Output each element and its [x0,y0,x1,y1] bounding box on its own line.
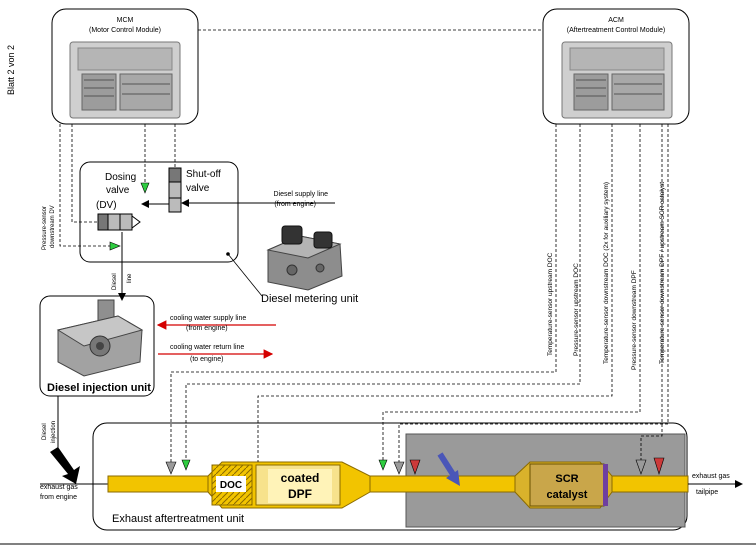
acm-title: ACM [608,17,624,24]
gray-sensor-icon [393,461,405,475]
exhaust-out-line1: exhaust gas [692,473,730,480]
scr-block [529,463,605,507]
mcm-module: MCM (Motor Control Module) [51,8,199,125]
flow-arrowhead-icon [446,470,460,486]
aftertreatment-label: Exhaust aftertreatment unit [112,513,244,525]
mcm-to-dv-line [71,124,98,223]
diesel-injection-arrow [50,447,80,484]
shutoff-line1: Shut-off [186,169,221,180]
red-sensor-icon [409,459,421,475]
exhaust-in-line2: from engine [40,494,77,501]
sensor-label-4: Pressure-sensor downstream DPF [631,270,638,370]
injection-unit-box [39,295,155,397]
sensor-label-1: Temperature-sensor upstream DOC [547,252,554,356]
red-sensor-icon [653,457,665,476]
acm-ecu-image [561,41,673,119]
cooling-supply-line1: cooling water supply line [170,315,246,322]
cooling-supply-line2: (from engine) [186,325,228,332]
flow-arrow-icon [437,452,457,478]
exhaust-pipe-left [107,475,209,493]
sensor-label-2: Pressure-sensor upstream DOC [573,263,580,356]
injection-unit-label: Diesel injection unit [47,382,151,394]
diesel-supply-line1: Diesel supply line [274,191,329,198]
exhaust-in-line1: exhaust gas [40,484,78,491]
metering-unit-pointer [227,253,263,297]
shutoff-valve-symbol [168,167,182,213]
dpf-line2: DPF [288,487,312,501]
mcm-to-pressure-dv-line [59,124,110,247]
exhaust-pipe-out [609,475,689,493]
scr-stripe [603,464,608,506]
cooling-return-line2: (to engine) [190,356,223,363]
sensor-line-5 [398,124,669,462]
sensor-line-2 [185,124,581,460]
metering-unit-label: Diesel metering unit [261,293,358,305]
diesel-injection-line1: Diesel [42,423,48,440]
acm-subtitle: (Aftertreatment Control Module) [567,27,665,34]
dosing-valve-line3: (DV) [96,200,117,211]
dosing-valve-line1: Dosing [105,172,136,183]
sheet-label: Blatt 2 von 2 [6,45,16,95]
green-sensor-icon [140,182,150,194]
exhaust-out-line2: tailpipe [696,489,718,496]
pressure-sensor-dv-line2: downstream DV [50,205,56,248]
doc-label-bg [216,476,246,492]
metering-unit-box [79,161,239,263]
gray-sensor-icon [165,461,177,475]
diesel-line-label1: Diesel [112,273,118,290]
diesel-line-label2: line [127,273,133,283]
mcm-title: MCM [117,17,134,24]
sensor-line-3 [257,124,613,462]
pressure-sensor-dv-line1: Pressure-sensor [42,206,48,250]
mcm-subtitle: (Motor Control Module) [89,27,161,34]
acm-module: ACM (Aftertreatment Control Module) [542,8,690,125]
diesel-injection-line2: injection [51,421,57,443]
sensor-label-5: Temperature-sensor downstream DPF / upst… [659,182,666,364]
sensor-label-3: Temperature-sensor downstream DOC (2x fo… [603,182,610,364]
metering-unit-image [266,225,343,291]
scr-line2: catalyst [547,489,588,501]
injection-unit-image [56,299,144,377]
scr-line1: SCR [555,473,578,485]
sensor-line-6 [640,124,663,460]
dosing-valve-symbol [97,213,141,231]
dpf-label-bg [268,469,332,503]
green-sensor-icon [378,459,388,471]
sensor-line-4 [382,124,641,460]
dpf-line1: coated [281,471,320,485]
green-sensor-icon [181,459,191,471]
diesel-supply-line2: (from engine) [274,201,316,208]
dosing-valve-line2: valve [106,185,130,196]
mcm-ecu-image [69,41,181,119]
exhaust-pipe-right [364,475,516,493]
cooling-return-line1: cooling water return line [170,344,244,351]
doc-label: DOC [220,480,242,491]
shutoff-line2: valve [186,183,210,194]
green-sensor-icon [109,241,121,251]
sensor-line-1 [170,124,557,462]
